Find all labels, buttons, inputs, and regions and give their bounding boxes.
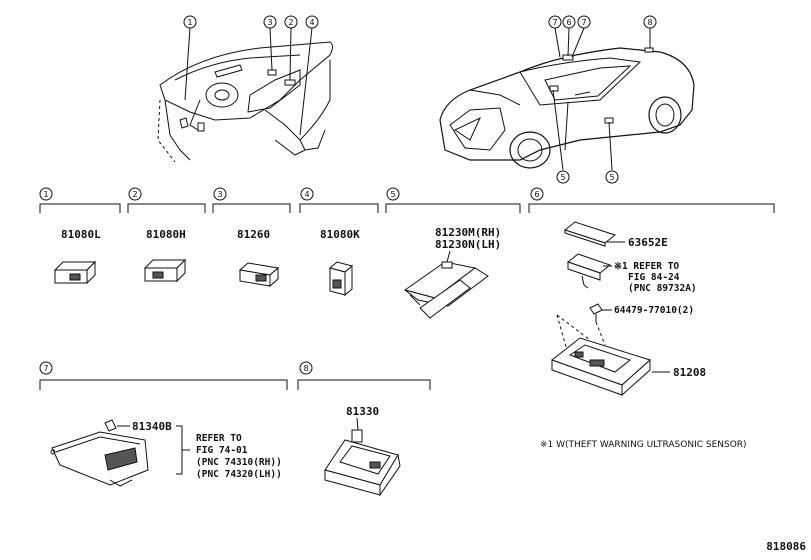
section-5-parts: 81230M(RH) 81230N(LH) (403, 226, 501, 319)
svg-text:1: 1 (43, 190, 48, 199)
section-2-parts: 81080H (143, 228, 187, 283)
sec6-note-line2: FIG 84-24 (628, 272, 680, 283)
part-64479-label: 64479-77010(2) (614, 305, 694, 316)
svg-text:6: 6 (534, 190, 539, 199)
clip-drawing (589, 303, 603, 322)
svg-text:1: 1 (187, 18, 192, 27)
section-3-header: 3 (212, 187, 291, 213)
section-brackets-row1: 1 2 3 4 5 6 (39, 187, 775, 213)
part-81340B-label: 81340B (132, 420, 172, 433)
door-lamp-81230-drawing (403, 261, 489, 319)
sensor-drawing (566, 253, 612, 289)
interior-dashboard-illustration (157, 27, 333, 163)
svg-text:3: 3 (217, 190, 222, 199)
luggage-lamp-81330-drawing (324, 429, 401, 497)
callout-7a-top: 7 (548, 15, 562, 29)
svg-text:8: 8 (647, 18, 652, 27)
svg-text:8: 8 (303, 364, 308, 373)
part-63652E-label: 63652E (628, 236, 668, 249)
section-2-header: 2 (127, 187, 206, 213)
callout-5a-top: 5 (556, 170, 570, 184)
section-7-parts: 81340B REFER TO FIG 74-01 (PNC 74310(RH)… (50, 419, 282, 487)
pad-63652E-drawing (563, 221, 617, 247)
sec7-note-line2: FIG 74-01 (196, 445, 248, 456)
part-81080L-label: 81080L (61, 228, 101, 241)
svg-text:5: 5 (609, 173, 614, 182)
lamp-81080L-drawing (53, 260, 97, 285)
sec7-note-line1: REFER TO (196, 433, 242, 444)
footnote-theft-sensor: ※1 W(THEFT WARNING ULTRASONIC SENSOR) (540, 440, 747, 450)
callout-2-top: 2 (284, 15, 298, 29)
callout-1-top: 1 (183, 15, 197, 29)
svg-text:7: 7 (43, 364, 48, 373)
sec7-note-line4: (PNC 74320(LH)) (196, 469, 282, 480)
svg-text:7: 7 (552, 18, 557, 27)
small-clip-drawing (104, 419, 117, 432)
part-81230N-label: 81230N(LH) (435, 238, 501, 251)
vehicle-illustration (439, 27, 695, 171)
console-81208-drawing (550, 337, 651, 397)
section-4-parts: 81080K (320, 228, 360, 297)
sec7-note-line3: (PNC 74310(RH)) (196, 457, 282, 468)
svg-text:3: 3 (267, 18, 272, 27)
callout-3-top: 3 (263, 15, 277, 29)
section-7-header: 7 (39, 361, 288, 390)
overview-callouts: 1 3 2 4 7 6 7 8 5 5 (183, 15, 657, 184)
part-81230M-label: 81230M(RH) (435, 226, 501, 239)
svg-text:7: 7 (581, 18, 586, 27)
svg-text:5: 5 (390, 190, 395, 199)
sec6-note-line3: (PNC 89732A) (628, 283, 697, 294)
section-6-parts: 63652E ※1 REFER TO FIG 84-24 (PNC 89732A… (540, 221, 747, 450)
svg-text:2: 2 (132, 190, 137, 199)
svg-text:6: 6 (566, 18, 571, 27)
svg-text:5: 5 (560, 173, 565, 182)
section-5-header: 5 (385, 187, 521, 213)
part-81208-label: 81208 (673, 366, 706, 379)
svg-text:4: 4 (304, 190, 309, 199)
section-brackets-row2: 7 8 (39, 361, 431, 390)
section-6-header: 6 (528, 187, 775, 213)
part-81330-label: 81330 (346, 405, 379, 418)
callout-8-top: 8 (643, 15, 657, 29)
part-81080K-label: 81080K (320, 228, 360, 241)
part-81080H-label: 81080H (146, 228, 186, 241)
section-4-header: 4 (299, 187, 379, 213)
svg-text:2: 2 (288, 18, 293, 27)
svg-text:4: 4 (309, 18, 314, 27)
callout-4-top: 4 (305, 15, 319, 29)
section-1-header: 1 (39, 187, 121, 213)
section-3-parts: 81260 (237, 228, 280, 288)
switch-81080K-drawing (328, 261, 354, 297)
callout-5b-top: 5 (605, 170, 619, 184)
sun-visor-drawing (50, 431, 149, 487)
section-8-parts: 81330 (324, 405, 401, 497)
lamp-81260-drawing (238, 262, 280, 288)
sec6-note-line1: ※1 REFER TO (614, 261, 679, 272)
section-8-header: 8 (297, 361, 431, 390)
part-81260-label: 81260 (237, 228, 270, 241)
figure-id: 818086 (766, 540, 806, 553)
section-1-parts: 81080L (53, 228, 101, 285)
callout-6-top: 6 (562, 15, 576, 29)
callout-7b-top: 7 (577, 15, 591, 29)
lamp-81080H-drawing (143, 258, 187, 283)
